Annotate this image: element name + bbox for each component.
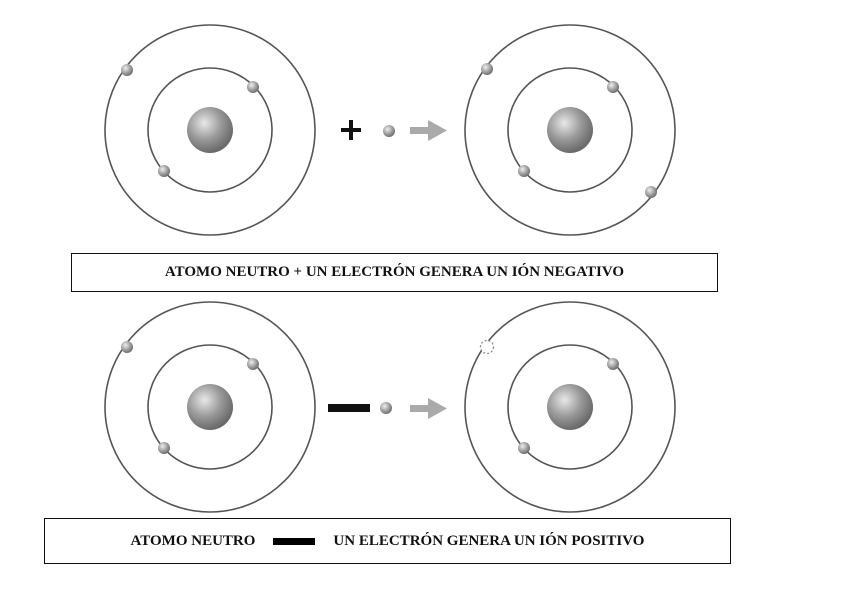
outer-orbit — [104, 301, 316, 513]
negative-ion-caption: ATOMO NEUTRO + UN ELECTRÓN GENERA UN IÓN… — [71, 253, 718, 292]
electron — [607, 81, 619, 93]
inner-orbit — [507, 67, 633, 193]
positive-ion-caption: ATOMO NEUTRO UN ELECTRÓN GENERA UN IÓN P… — [44, 518, 731, 564]
nucleus — [187, 107, 233, 153]
nucleus — [187, 384, 233, 430]
electron — [121, 64, 133, 76]
minus-bar-icon — [273, 537, 316, 545]
free-electron — [383, 125, 395, 137]
plus-sign — [341, 120, 361, 140]
positive-ion-caption-left: ATOMO NEUTRO — [130, 532, 256, 549]
electron — [158, 165, 170, 177]
minus-sign — [328, 404, 370, 412]
electron — [645, 186, 657, 198]
arrow-icon — [410, 398, 447, 419]
neutral-atom-bottom — [104, 301, 316, 513]
electron — [518, 442, 530, 454]
electron — [481, 63, 493, 75]
electron — [518, 165, 530, 177]
positive-ion-caption-right: UN ELECTRÓN GENERA UN IÓN POSITIVO — [333, 532, 645, 549]
electron — [247, 358, 259, 370]
negative-ion-caption-text: ATOMO NEUTRO + UN ELECTRÓN GENERA UN IÓN… — [164, 264, 625, 280]
electron — [121, 341, 133, 353]
electron — [158, 442, 170, 454]
electron — [247, 81, 259, 93]
neutral-atom-top — [104, 24, 316, 236]
inner-orbit — [147, 344, 273, 470]
outer-orbit — [464, 301, 676, 513]
electron-vacancy — [479, 339, 495, 355]
electron — [607, 358, 619, 370]
inner-orbit — [507, 344, 633, 470]
nucleus — [547, 107, 593, 153]
outer-orbit — [464, 24, 676, 236]
inner-orbit — [147, 67, 273, 193]
positive-ion-atom — [464, 301, 676, 513]
nucleus — [547, 384, 593, 430]
outer-orbit — [104, 24, 316, 236]
arrow-icon — [410, 120, 447, 141]
free-electron — [380, 402, 392, 414]
negative-ion-atom — [464, 24, 676, 236]
